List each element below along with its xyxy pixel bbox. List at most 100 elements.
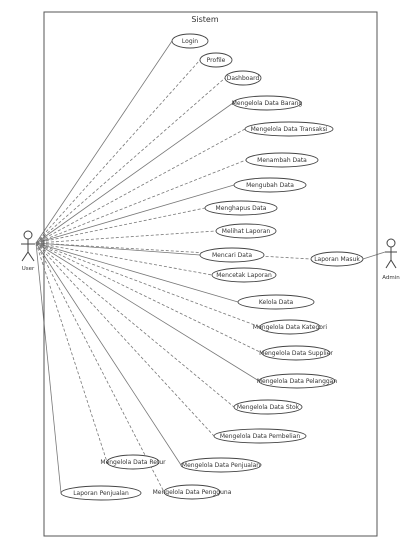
use-case-ellipse bbox=[60, 485, 142, 501]
use-case-ellipse bbox=[106, 454, 160, 470]
use-case[interactable]: Kelola Data bbox=[237, 294, 315, 310]
association-line bbox=[35, 207, 206, 244]
use-case[interactable]: Laporan Penjualan bbox=[60, 485, 142, 501]
use-case-ellipse bbox=[258, 373, 336, 389]
use-case-label: Menghapus Data bbox=[216, 205, 267, 212]
use-case[interactable]: Menambah Data bbox=[245, 152, 319, 168]
use-case[interactable]: Mengelola Data Pembelian bbox=[213, 428, 307, 444]
association-line bbox=[35, 242, 108, 463]
use-case-label: Mencetak Laporan bbox=[216, 272, 272, 279]
use-case-ellipse bbox=[232, 95, 302, 111]
association-line bbox=[35, 184, 235, 244]
use-case-ellipse bbox=[199, 52, 233, 68]
system-title: Sistem bbox=[191, 15, 219, 24]
use-case[interactable]: Login bbox=[171, 33, 209, 49]
use-case-label: Mengelola Data Kategori bbox=[253, 324, 327, 331]
use-case-ellipse bbox=[163, 484, 221, 500]
use-case-ellipse bbox=[244, 121, 334, 137]
left-actor-label: User bbox=[22, 266, 35, 272]
use-case[interactable]: Mengelola Data Retur bbox=[100, 454, 166, 470]
system-boundary bbox=[43, 11, 378, 537]
use-case-ellipse bbox=[233, 177, 307, 193]
use-case-label: Kelola Data bbox=[259, 299, 294, 306]
association-line bbox=[35, 242, 201, 256]
association-line bbox=[35, 242, 235, 408]
use-case-ellipse bbox=[245, 152, 319, 168]
use-case[interactable]: Dashboard bbox=[224, 70, 262, 86]
right-actor[interactable]: Admin bbox=[382, 238, 400, 281]
right-actor-label: Admin bbox=[382, 275, 400, 281]
use-case[interactable]: Mengelola Data Stok bbox=[233, 399, 303, 415]
association-line bbox=[35, 242, 182, 466]
actor-left-leg bbox=[385, 259, 392, 269]
actor-head-icon bbox=[386, 238, 396, 248]
use-case-label: Menambah Data bbox=[257, 157, 307, 164]
use-case-ellipse bbox=[237, 294, 315, 310]
association-line bbox=[35, 40, 173, 244]
use-case[interactable]: Mengelola Data Transaksi bbox=[244, 121, 334, 137]
association-line bbox=[35, 242, 165, 493]
left-actor[interactable]: User bbox=[21, 230, 35, 272]
association-line bbox=[35, 242, 260, 382]
use-case-label: Laporan Masuk bbox=[314, 256, 360, 263]
use-case-ellipse bbox=[261, 345, 331, 361]
use-case-label: Login bbox=[182, 38, 198, 45]
use-case-ellipse bbox=[180, 457, 262, 473]
use-case[interactable]: Laporan Masuk bbox=[310, 251, 364, 267]
use-case-label: Melihat Laporan bbox=[222, 228, 271, 235]
use-case[interactable]: Mengelola Data Pengguna bbox=[153, 484, 232, 500]
use-case-label: Dashboard bbox=[227, 75, 260, 82]
use-case-ellipse bbox=[204, 200, 278, 216]
use-case-label: Mengelola Data Penjualan bbox=[182, 462, 260, 469]
use-case[interactable]: Mengelola Data Supplier bbox=[259, 345, 333, 361]
use-case-ellipse bbox=[211, 267, 277, 283]
use-case-ellipse bbox=[310, 251, 364, 267]
use-case[interactable]: Mencari Data bbox=[199, 247, 265, 263]
use-case[interactable]: Mencetak Laporan bbox=[211, 267, 277, 283]
association-line bbox=[362, 251, 386, 260]
use-case-ellipse bbox=[213, 428, 307, 444]
association-line bbox=[35, 128, 246, 244]
use-case-label: Mengelola Data Pengguna bbox=[153, 489, 232, 496]
actor-left-leg bbox=[21, 251, 29, 262]
use-case-label: Mengelola Data Stok bbox=[237, 404, 300, 411]
association-line bbox=[35, 242, 239, 303]
association-lines bbox=[35, 40, 386, 494]
use-case-label: Mencari Data bbox=[212, 252, 252, 259]
association-line bbox=[35, 230, 217, 244]
use-case-ellipse bbox=[259, 319, 321, 335]
use-case-ellipse bbox=[224, 70, 262, 86]
association-line bbox=[35, 77, 226, 244]
use-case-label: Mengelola Data Transaksi bbox=[251, 126, 328, 133]
association-line bbox=[35, 242, 62, 494]
association-line bbox=[35, 102, 234, 244]
use-case[interactable]: Mengelola Data Penjualan bbox=[180, 457, 262, 473]
use-case[interactable]: Mengelola Data Barang bbox=[232, 95, 303, 111]
use-case-ellipse bbox=[171, 33, 209, 49]
use-case-label: Mengelola Data Retur bbox=[100, 459, 166, 466]
use-case[interactable]: Menghapus Data bbox=[204, 200, 278, 216]
use-case[interactable]: Mengelola Data Kategori bbox=[253, 319, 327, 335]
actor-right-leg bbox=[27, 251, 35, 262]
association-line bbox=[35, 242, 215, 437]
use-case-label: Mengelola Data Pembelian bbox=[220, 433, 300, 440]
association-line bbox=[35, 59, 201, 244]
use-case[interactable]: Mengelola Data Pelanggan bbox=[257, 373, 338, 389]
use-case-ellipse bbox=[233, 399, 303, 415]
association-line bbox=[35, 242, 312, 260]
use-case-label: Mengelola Data Supplier bbox=[259, 350, 333, 357]
use-case-label: Mengelola Data Pelanggan bbox=[257, 378, 338, 385]
use-case-ellipse bbox=[215, 223, 277, 239]
actor-right-leg bbox=[390, 259, 397, 269]
association-line bbox=[35, 159, 247, 244]
use-case[interactable]: Profile bbox=[199, 52, 233, 68]
actor-head-icon bbox=[23, 230, 33, 240]
use-case-label: Mengelola Data Barang bbox=[232, 100, 303, 107]
use-case-label: Mengubah Data bbox=[246, 182, 294, 189]
use-case[interactable]: Mengubah Data bbox=[233, 177, 307, 193]
use-case[interactable]: Melihat Laporan bbox=[215, 223, 277, 239]
use-case-ellipse bbox=[199, 247, 265, 263]
association-line bbox=[35, 242, 263, 354]
